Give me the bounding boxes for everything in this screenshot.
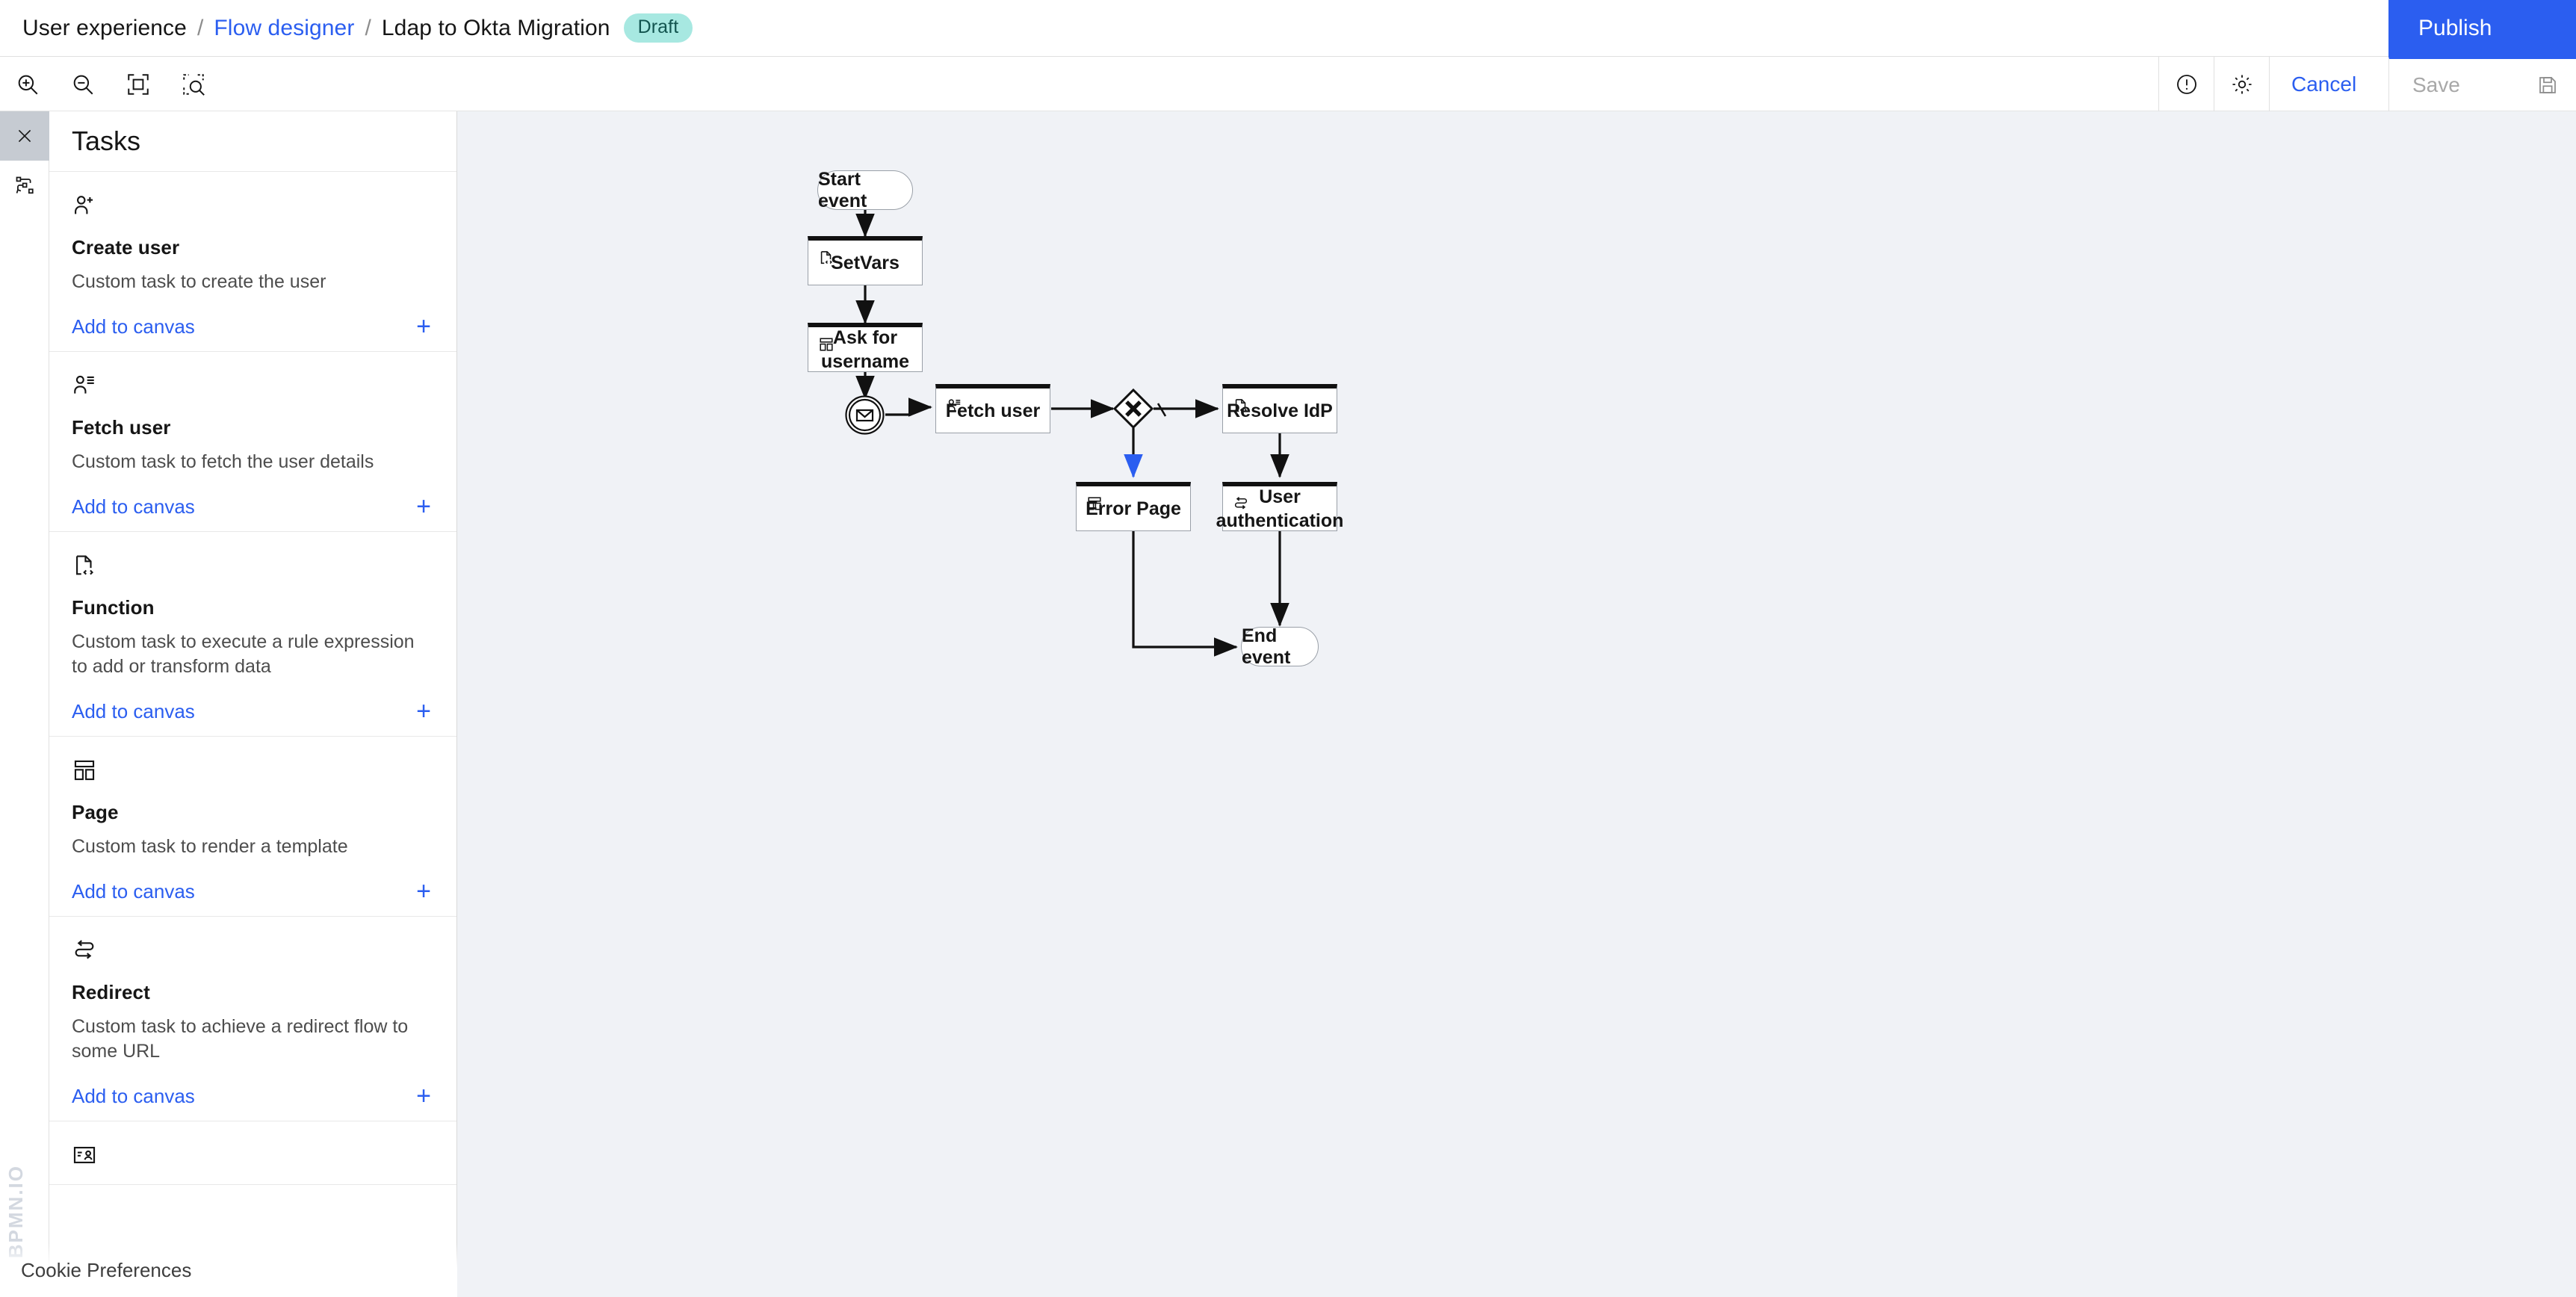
task-description: Custom task to fetch the user details — [72, 451, 374, 472]
task-description: Custom task to achieve a redirect flow t… — [72, 1016, 409, 1062]
plus-icon: + — [416, 877, 431, 906]
breadcrumb: User experience / Flow designer / Ldap t… — [22, 13, 693, 43]
node-label: Error Page — [1086, 498, 1181, 519]
add-to-canvas-label: Add to canvas — [72, 495, 195, 518]
left-rail — [0, 111, 49, 1297]
diagram-node-error-page[interactable]: Error Page — [1076, 482, 1191, 531]
plus-icon: + — [416, 492, 431, 521]
publish-button[interactable]: Publish — [2388, 0, 2576, 57]
add-to-canvas-button[interactable]: Add to canvas + — [72, 699, 434, 724]
status-badge: Draft — [623, 13, 693, 43]
task-card-create-user[interactable]: Create user Custom task to create the us… — [49, 172, 456, 352]
gear-icon[interactable] — [2214, 57, 2269, 111]
breadcrumb-item-user-experience[interactable]: User experience — [22, 15, 187, 40]
diagram-node-start-event[interactable]: Start event — [817, 168, 913, 211]
add-to-canvas-label: Add to canvas — [72, 315, 195, 338]
task-title: Create user — [72, 236, 180, 259]
task-title: Page — [72, 801, 119, 823]
code-file-icon — [72, 548, 434, 583]
task-card-page[interactable]: Page Custom task to render a template Ad… — [49, 737, 456, 917]
zoom-in-icon[interactable] — [0, 57, 55, 111]
tasks-panel-header: Tasks — [49, 111, 456, 172]
connection-layer — [855, 209, 1289, 657]
task-title: Redirect — [72, 981, 150, 1003]
envelope-icon — [845, 395, 885, 435]
x-gateway-icon — [1113, 389, 1154, 429]
add-to-canvas-button[interactable]: Add to canvas + — [72, 314, 434, 339]
task-card-fetch-user[interactable]: Fetch user Custom task to fetch the user… — [49, 352, 456, 532]
node-label: Fetch user — [945, 400, 1041, 421]
breadcrumb-item-flow-designer[interactable]: Flow designer — [214, 15, 355, 40]
task-card-redirect[interactable]: Redirect Custom task to achieve a redire… — [49, 917, 456, 1121]
add-to-canvas-label: Add to canvas — [72, 1084, 195, 1107]
node-label: End event — [1242, 625, 1291, 668]
canvas-toolbar: Cancel Save — [0, 57, 2576, 111]
diagram-node-message-catch-event[interactable] — [845, 395, 885, 435]
task-description: Custom task to execute a rule expression… — [72, 631, 415, 677]
add-to-canvas-button[interactable]: Add to canvas + — [72, 879, 434, 904]
diagram-node-fetch-user[interactable]: Fetch user — [935, 384, 1050, 433]
cancel-button[interactable]: Cancel — [2269, 57, 2388, 111]
node-label: SetVars — [831, 252, 900, 273]
task-description: Custom task to create the user — [72, 271, 326, 292]
cookie-preferences-link[interactable]: Cookie Preferences — [21, 1258, 192, 1281]
close-icon[interactable] — [0, 111, 49, 161]
save-button[interactable]: Save — [2388, 57, 2519, 111]
flow-nodes-icon[interactable] — [0, 161, 49, 210]
add-to-canvas-label: Add to canvas — [72, 699, 195, 722]
id-card-icon — [72, 1138, 434, 1172]
zoom-tool-group — [0, 57, 221, 111]
add-to-canvas-button[interactable]: Add to canvas + — [72, 1083, 434, 1109]
plus-icon: + — [416, 1082, 431, 1110]
diagram-node-user-authentication[interactable]: User authentication — [1216, 482, 1343, 531]
breadcrumb-separator: / — [365, 15, 371, 40]
node-label: Start event — [818, 168, 867, 211]
node-label: Ask for username — [820, 326, 910, 372]
plus-icon: + — [416, 312, 431, 341]
diagram-node-setvars[interactable]: SetVars — [808, 236, 923, 285]
fit-to-screen-icon[interactable] — [111, 57, 166, 111]
zoom-to-selection-icon[interactable] — [166, 57, 221, 111]
save-disk-icon[interactable] — [2519, 57, 2576, 111]
diagram-node-exclusive-gateway[interactable] — [1113, 389, 1154, 429]
task-title: Function — [72, 596, 155, 619]
diagram-node-resolve-idp[interactable]: Resolve IdP — [1222, 384, 1337, 433]
plus-icon: + — [416, 697, 431, 725]
diagram-node-end-event[interactable]: End event — [1241, 625, 1319, 668]
add-to-canvas-button[interactable]: Add to canvas + — [72, 494, 434, 519]
diagram-node-ask-for-username[interactable]: Ask for username — [808, 323, 923, 372]
redirect-arrows-icon — [72, 933, 434, 968]
breadcrumb-item-current-flow: Ldap to Okta Migration — [381, 15, 610, 40]
task-description: Custom task to render a template — [72, 836, 348, 857]
page-title: Tasks — [72, 126, 141, 156]
top-header-bar: User experience / Flow designer / Ldap t… — [0, 0, 2576, 57]
task-title: Fetch user — [72, 416, 171, 439]
task-card-partial[interactable] — [49, 1121, 456, 1185]
toolbar-actions: Cancel Save — [2158, 57, 2576, 111]
add-to-canvas-label: Add to canvas — [72, 879, 195, 903]
bpmn-canvas[interactable]: Start event SetVars Ask for username — [457, 111, 2576, 1297]
information-icon[interactable] — [2158, 57, 2214, 111]
tasks-panel: Tasks Create user Custom task to create … — [49, 111, 457, 1297]
cookie-preferences-bar: Cookie Preferences — [0, 1243, 457, 1297]
user-list-icon — [72, 368, 434, 403]
page-layout-icon — [72, 753, 434, 787]
user-add-icon — [72, 188, 434, 223]
breadcrumb-separator: / — [196, 15, 204, 40]
node-label: User authentication — [1216, 486, 1344, 531]
task-card-function[interactable]: Function Custom task to execute a rule e… — [49, 532, 456, 737]
zoom-out-icon[interactable] — [55, 57, 111, 111]
